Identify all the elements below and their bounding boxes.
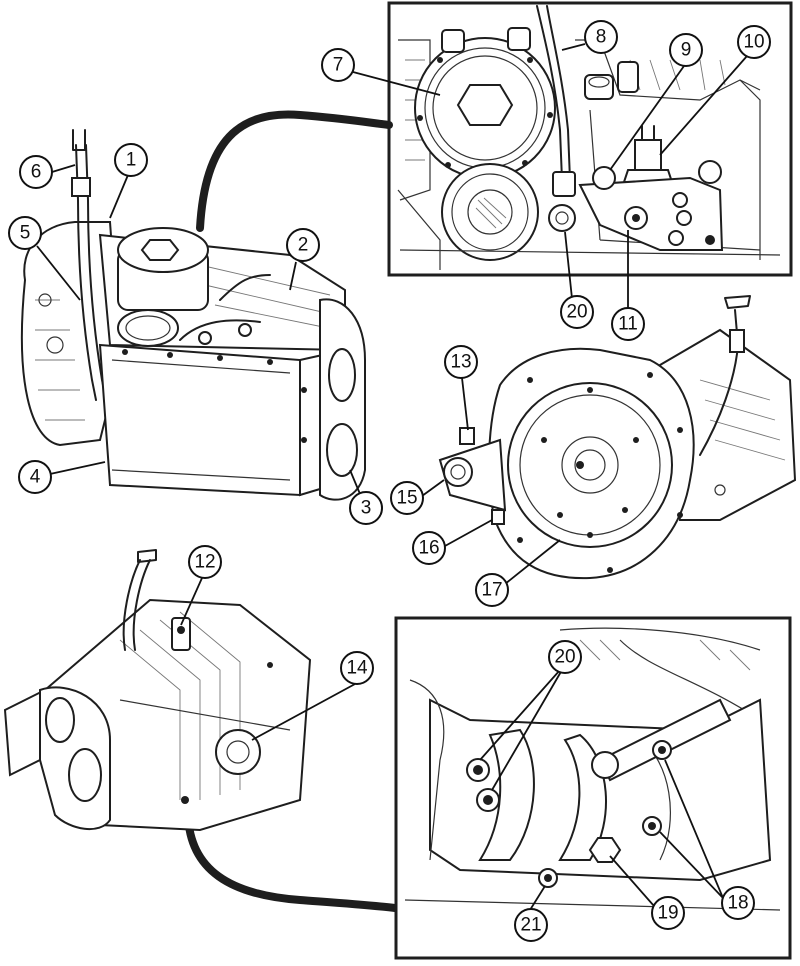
transmission-top-view [20,129,366,501]
svg-text:4: 4 [30,467,41,488]
callout-16: 16 [412,531,446,565]
svg-text:15: 15 [396,488,417,509]
transmission-underside-view [3,549,399,912]
svg-text:6: 6 [31,162,42,183]
callouts: 1 2 3 4 5 6 7 8 9 10 11 12 13 14 15 16 1… [8,20,771,942]
callout-20-bottom: 20 [548,640,582,674]
svg-text:20: 20 [554,647,575,668]
callout-21: 21 [514,908,548,942]
leader-lines [36,43,748,911]
callout-6: 6 [19,155,53,189]
callout-18: 18 [721,886,755,920]
svg-text:18: 18 [727,893,748,914]
callout-7: 7 [321,48,355,82]
transmission-converter-view [438,295,797,580]
callout-9: 9 [669,33,703,67]
svg-text:20: 20 [566,302,587,323]
svg-text:1: 1 [126,150,137,171]
callout-12: 12 [188,545,222,579]
callout-8: 8 [584,20,618,54]
svg-text:16: 16 [418,538,439,559]
callout-3: 3 [349,491,383,525]
callout-1: 1 [114,143,148,177]
svg-text:17: 17 [481,580,502,601]
svg-text:3: 3 [361,498,372,519]
callout-11: 11 [611,307,645,341]
svg-text:11: 11 [618,314,638,335]
svg-text:7: 7 [333,55,344,76]
callout-20-top: 20 [560,295,594,329]
inset-top-right [196,1,793,277]
svg-text:10: 10 [743,32,764,53]
svg-text:21: 21 [520,915,541,936]
svg-text:5: 5 [20,223,31,244]
svg-text:8: 8 [596,27,607,48]
callout-13: 13 [444,345,478,379]
callout-15: 15 [390,481,424,515]
callout-10: 10 [737,25,771,59]
svg-text:14: 14 [346,658,368,679]
callout-14: 14 [340,651,374,685]
callout-17: 17 [475,573,509,607]
callout-19: 19 [651,896,685,930]
callout-5: 5 [8,216,42,250]
svg-text:9: 9 [681,40,692,61]
callout-2: 2 [286,228,320,262]
svg-text:19: 19 [657,903,678,924]
svg-text:13: 13 [450,352,471,373]
svg-text:2: 2 [298,235,309,256]
svg-text:12: 12 [194,552,215,573]
callout-4: 4 [18,460,52,494]
